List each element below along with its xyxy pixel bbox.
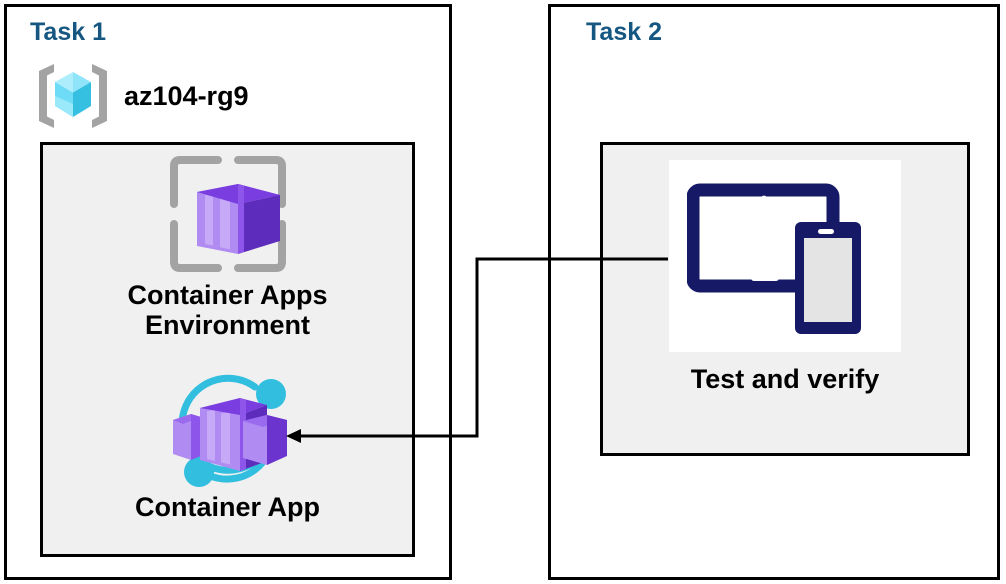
test-and-verify-devices-icon [687,172,883,340]
container-apps-environment-icon [164,152,292,276]
task-1-title: Task 1 [30,18,106,46]
container-app-icon [155,368,301,490]
container-apps-environment-label: Container Apps Environment [127,280,328,341]
test-and-verify-icon-plate [669,160,901,352]
task-2-title: Task 2 [586,18,662,46]
container-apps-environment-item: Container Apps Environment [40,152,415,340]
test-and-verify-item: Test and verify [600,160,970,394]
test-and-verify-label: Test and verify [690,364,880,394]
resource-group-header: az104-rg9 [34,60,249,132]
resource-group-label: az104-rg9 [124,80,249,111]
resource-group-icon [34,60,112,132]
container-app-item: Container App [40,368,415,522]
container-app-label: Container App [135,492,320,522]
